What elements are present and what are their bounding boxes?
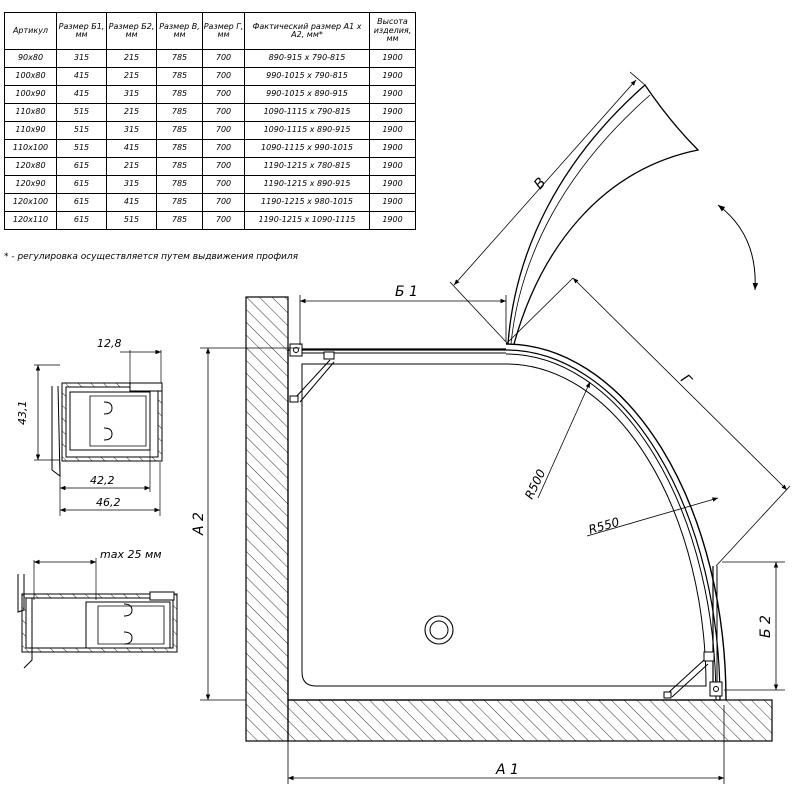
door-swing-arrow [717, 204, 759, 291]
dimension-a2 [200, 347, 300, 701]
radius-r550 [586, 497, 719, 537]
dim-label-profile1-height: 43,1 [16, 401, 29, 426]
dim-label-profile1-width: 12,8 [97, 337, 122, 350]
dim-label-a2: А 2 [191, 512, 207, 536]
hinged-door [507, 84, 700, 345]
dimension-v [449, 71, 646, 345]
dimension-a1 [287, 705, 725, 784]
dimension-b2 [722, 561, 785, 691]
footnote: * - регулировка осуществляется путем выд… [4, 252, 299, 262]
dim-label-b1: Б 1 [395, 284, 418, 300]
shower-tray [287, 349, 721, 701]
dim-label-profile1-outer: 46,2 [96, 496, 121, 509]
dimension-b1 [299, 295, 507, 345]
dim-label-g: Г [677, 372, 695, 390]
table-header-cell: Размер Г, мм [202, 12, 245, 50]
table-header-cell: Размер В, мм [156, 12, 203, 50]
table-cell: 1900 [369, 211, 416, 230]
dim-label-a1: А 1 [495, 762, 519, 778]
radius-r500 [537, 381, 591, 499]
wall-bracket-bottom [663, 651, 723, 699]
profile-detail-1 [34, 349, 163, 516]
table-header-cell: Артикул [4, 12, 57, 50]
table-header-cell: Фактический размер А1 х А2, мм* [244, 12, 370, 50]
fixed-panel-right [712, 566, 718, 690]
dimension-g [505, 277, 791, 567]
dim-label-profile2-max: max 25 мм [100, 548, 162, 561]
profile-detail-2 [17, 558, 178, 669]
wall-left [245, 296, 289, 742]
table-cell: 120х110 [4, 211, 57, 230]
wall-bottom [287, 699, 773, 742]
dim-label-b2: Б 2 [758, 615, 774, 638]
wall-bracket-top [289, 343, 335, 403]
dim-label-v: В [531, 175, 549, 193]
drain [424, 615, 454, 645]
dim-label-profile1-inner: 42,2 [90, 474, 115, 487]
table-cell: 785 [156, 211, 203, 230]
dim-label-r550: R550 [587, 515, 621, 537]
table-cell: 1900 [369, 121, 416, 140]
